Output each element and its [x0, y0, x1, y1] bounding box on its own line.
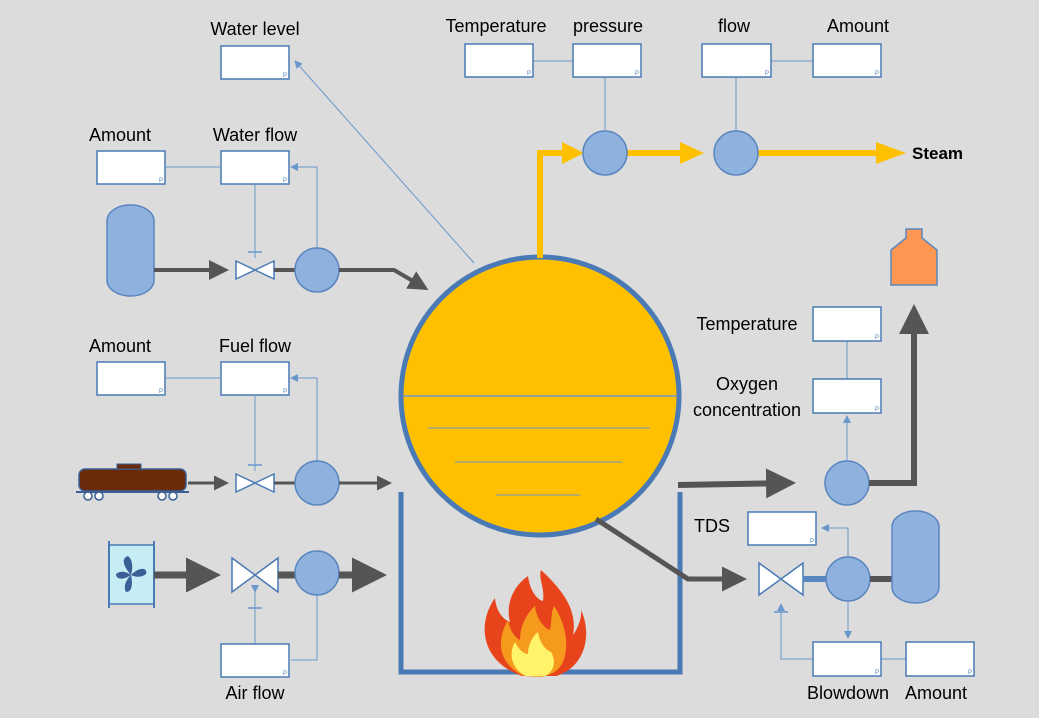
flow-sensor-node[interactable] — [713, 130, 759, 176]
box-marker: P — [283, 389, 287, 395]
storage-tank-icon — [106, 204, 155, 297]
flue-gas-duct — [869, 304, 929, 486]
steam-temperature-label: Temperature — [445, 16, 546, 36]
steam-flow-label: flow — [718, 16, 751, 36]
box-marker: P — [159, 178, 163, 184]
rail-tanker-icon — [76, 463, 189, 501]
steam-amount-label: Amount — [827, 16, 889, 36]
water-amount-display[interactable]: P — [96, 150, 166, 185]
box-marker: P — [283, 178, 287, 184]
tds-label: TDS — [694, 516, 730, 536]
fuel-flow-label: Fuel flow — [219, 336, 292, 356]
water-level-display[interactable]: P — [220, 45, 290, 80]
box-marker: P — [283, 73, 287, 79]
water-flow-meter[interactable] — [294, 247, 340, 293]
water-flow-label: Water flow — [213, 125, 298, 145]
box-marker: P — [765, 71, 769, 77]
air-flow-meter[interactable] — [294, 550, 340, 596]
water-amount-label: Amount — [89, 125, 151, 145]
signal-line — [291, 595, 318, 661]
flue-temperature-display[interactable]: P — [812, 306, 882, 342]
box-marker: P — [875, 335, 879, 341]
water-level-label: Water level — [210, 19, 299, 39]
steam-temperature-display[interactable]: P — [464, 43, 534, 78]
steam-flow-display[interactable]: P — [701, 43, 772, 78]
box-marker: P — [527, 71, 531, 77]
boiler-drum — [398, 254, 682, 538]
oxygen-label-line1: Oxygen — [716, 374, 778, 394]
fuel-control-valve[interactable] — [235, 472, 275, 494]
water-level-signal-line — [294, 60, 475, 264]
signal-line — [290, 374, 318, 461]
storage-tank-icon — [891, 510, 940, 604]
signal-line — [821, 524, 849, 557]
steam-amount-display[interactable]: P — [812, 43, 882, 78]
box-marker: P — [283, 671, 287, 677]
tds-display[interactable]: P — [747, 511, 817, 546]
box-marker: P — [875, 670, 879, 676]
blowdown-pipe — [594, 516, 747, 592]
box-marker: P — [810, 539, 814, 545]
blowdown-label: Blowdown — [807, 683, 889, 703]
steam-pressure-display[interactable]: P — [572, 43, 642, 78]
water-control-valve[interactable] — [235, 259, 275, 281]
water-flow-display[interactable]: P — [220, 150, 290, 185]
fuel-flow-display[interactable]: P — [220, 361, 290, 396]
signal-line — [777, 603, 813, 660]
box-marker: P — [159, 389, 163, 395]
water-feed-pipe — [339, 268, 429, 291]
steam-line — [537, 142, 906, 258]
steam-label: Steam — [912, 144, 963, 163]
oxygen-label-line2: concentration — [693, 400, 801, 420]
box-marker: P — [875, 71, 879, 77]
air-fan-icon — [108, 541, 155, 608]
blowdown-valve[interactable] — [758, 561, 804, 597]
box-marker: P — [635, 71, 639, 77]
air-damper-valve[interactable] — [231, 556, 279, 594]
box-marker: P — [875, 407, 879, 413]
blowdown-amount-label: Amount — [905, 683, 967, 703]
fuel-flow-meter[interactable] — [294, 460, 340, 506]
blowdown-amount-display[interactable]: P — [905, 641, 975, 677]
air-flow-display[interactable]: P — [220, 643, 290, 678]
steam-pressure-label: pressure — [573, 16, 643, 36]
box-marker: P — [968, 670, 972, 676]
pressure-sensor-node[interactable] — [582, 130, 628, 176]
chimney-icon — [890, 228, 938, 286]
flue-gas-duct — [677, 468, 796, 499]
signal-line — [290, 163, 318, 249]
flue-gas-sensor-node[interactable] — [824, 460, 870, 506]
fuel-amount-display[interactable]: P — [96, 361, 166, 396]
fuel-amount-label: Amount — [89, 336, 151, 356]
oxygen-concentration-display[interactable]: P — [812, 378, 882, 414]
flame-icon — [484, 570, 587, 677]
flue-temperature-label: Temperature — [696, 314, 797, 334]
blowdown-flow-meter[interactable] — [825, 556, 871, 602]
air-flow-label: Air flow — [225, 683, 285, 703]
blowdown-display[interactable]: P — [812, 641, 882, 677]
